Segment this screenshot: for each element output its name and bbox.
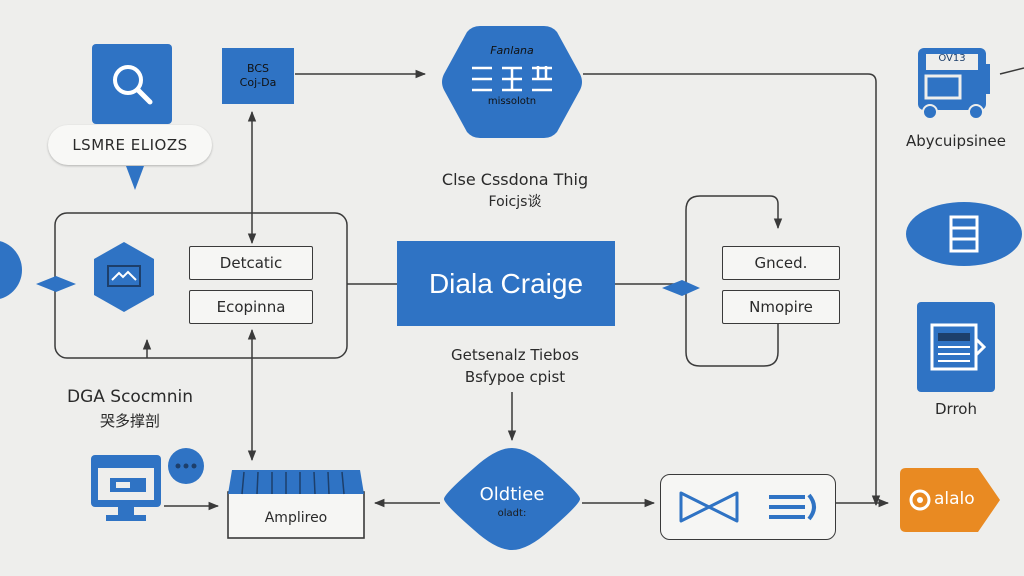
left-box-top[interactable]: Detcatic bbox=[189, 246, 313, 280]
vehicle-chip-text: OV13 bbox=[938, 53, 966, 64]
right-ellipse[interactable] bbox=[906, 202, 1022, 266]
search-bubble: LSMRE ELIOZS bbox=[48, 125, 212, 165]
top-small-box[interactable]: BCS Coj-Da bbox=[222, 48, 294, 104]
circle-dot-icon bbox=[909, 489, 931, 511]
magnifier-icon bbox=[113, 65, 153, 105]
top-small-box-line1: BCS bbox=[246, 62, 270, 75]
document-icon bbox=[930, 323, 986, 371]
top-right-vehicle[interactable]: OV13 bbox=[914, 44, 994, 122]
grid-glyph-icon bbox=[472, 66, 552, 92]
bowtie-icon bbox=[679, 491, 739, 523]
tag-shape bbox=[900, 468, 1000, 532]
image-card-icon bbox=[94, 242, 154, 312]
left-hexagon[interactable] bbox=[92, 240, 156, 314]
shop-node[interactable]: Amplireo bbox=[226, 468, 366, 540]
mid-caption-line2: Bsfypoe cpist bbox=[464, 368, 566, 386]
top-small-box-line2: Coj-Da bbox=[239, 76, 277, 89]
center-main-label: Diala Craige bbox=[428, 267, 584, 299]
right-document-tile[interactable] bbox=[917, 302, 995, 392]
bubble-pointer-icon bbox=[126, 166, 144, 190]
bottom-diamond-subtitle: oladt: bbox=[497, 508, 527, 519]
dots-bubble bbox=[168, 448, 204, 484]
bottom-icon-box[interactable] bbox=[660, 474, 836, 540]
right-box-bottom[interactable]: Nmopire bbox=[722, 290, 840, 324]
left-caption-line2: 哭多撑剖 bbox=[99, 412, 160, 430]
right-document-label: Drroh bbox=[935, 400, 977, 418]
orange-tag-text: alalo bbox=[934, 489, 975, 509]
center-main-node[interactable]: Diala Craige bbox=[397, 241, 615, 326]
left-box-bottom[interactable]: Ecopinna bbox=[189, 290, 313, 324]
list-icon bbox=[949, 215, 979, 253]
orange-tag[interactable]: alalo bbox=[898, 466, 1002, 534]
bottom-diamond-node[interactable]: Oldtiee oladt: bbox=[440, 446, 584, 552]
top-hexagon[interactable]: Fanlana missolotn bbox=[440, 24, 584, 140]
top-hexagon-title: Fanlana bbox=[490, 44, 534, 57]
right-box-top[interactable]: Gnced. bbox=[722, 246, 840, 280]
dots-icon bbox=[175, 463, 197, 469]
bottom-diamond-title: Oldtiee bbox=[479, 484, 545, 505]
center-caption-line2: Foicjs谈 bbox=[488, 194, 542, 210]
left-box-bottom-label: Ecopinna bbox=[216, 298, 286, 316]
center-caption-line1: Clse Cssdona Thig bbox=[441, 170, 589, 189]
search-bubble-text: LSMRE ELIOZS bbox=[72, 136, 188, 154]
left-box-top-label: Detcatic bbox=[219, 254, 283, 272]
left-caption-line1: DGA Scocmnin bbox=[66, 387, 193, 407]
shop-label: Amplireo bbox=[264, 510, 328, 526]
monitor-icon bbox=[91, 455, 161, 521]
right-box-bottom-label: Nmopire bbox=[749, 298, 813, 316]
lines-icon bbox=[769, 493, 816, 521]
top-right-label: Abycuipsinee bbox=[905, 132, 1007, 150]
mid-caption-line1: Getsenalz Tiebos bbox=[451, 346, 579, 364]
right-box-top-label: Gnced. bbox=[754, 254, 808, 272]
diamond-shape bbox=[444, 448, 580, 550]
top-hexagon-subtitle: missolotn bbox=[487, 96, 537, 107]
search-tile[interactable] bbox=[92, 44, 172, 124]
awning-icon bbox=[227, 470, 365, 539]
vehicle-icon bbox=[918, 48, 990, 120]
monitor-node[interactable] bbox=[88, 452, 164, 524]
